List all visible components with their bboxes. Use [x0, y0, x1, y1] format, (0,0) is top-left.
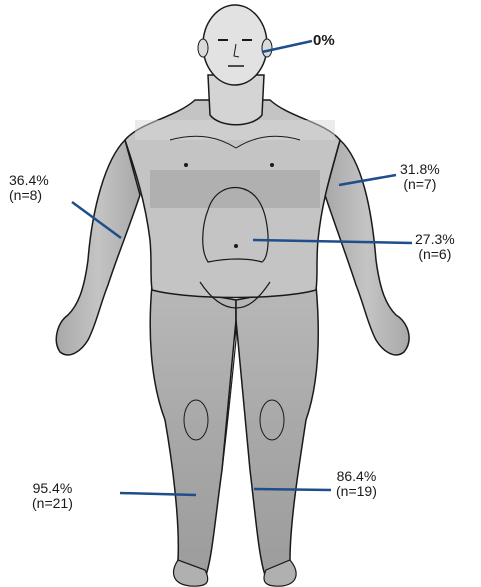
label-right-leg-pct: 95.4% [32, 481, 73, 496]
left-leg [236, 285, 318, 579]
label-left-arm: 31.8% (n=7) [400, 162, 440, 192]
label-left-arm-n: (n=7) [400, 177, 440, 192]
navel [234, 244, 238, 248]
label-left-arm-pct: 31.8% [400, 162, 440, 177]
label-right-arm: 36.4% (n=8) [9, 173, 49, 203]
left-nipple [270, 163, 274, 167]
label-left-leg-pct: 86.4% [336, 469, 377, 484]
label-right-arm-pct: 36.4% [9, 173, 49, 188]
label-abdomen-pct: 27.3% [415, 232, 455, 247]
label-abdomen-n: (n=6) [415, 247, 455, 262]
left-arm [325, 140, 409, 355]
label-right-leg: 95.4% (n=21) [32, 481, 73, 511]
right-ear [198, 39, 208, 57]
label-left-leg-n: (n=19) [336, 484, 377, 499]
right-nipple [184, 163, 188, 167]
label-head-pct: 0% [313, 33, 335, 48]
label-right-leg-n: (n=21) [32, 496, 73, 511]
leader-left-leg [254, 489, 331, 490]
label-abdomen: 27.3% (n=6) [415, 232, 455, 262]
right-arm [56, 140, 140, 355]
label-head: 0% [313, 33, 335, 48]
label-right-arm-n: (n=8) [9, 188, 49, 203]
label-left-leg: 86.4% (n=19) [336, 469, 377, 499]
head [203, 5, 267, 85]
chest-shading [150, 170, 320, 208]
right-leg [150, 285, 236, 579]
left-ear [262, 39, 272, 57]
